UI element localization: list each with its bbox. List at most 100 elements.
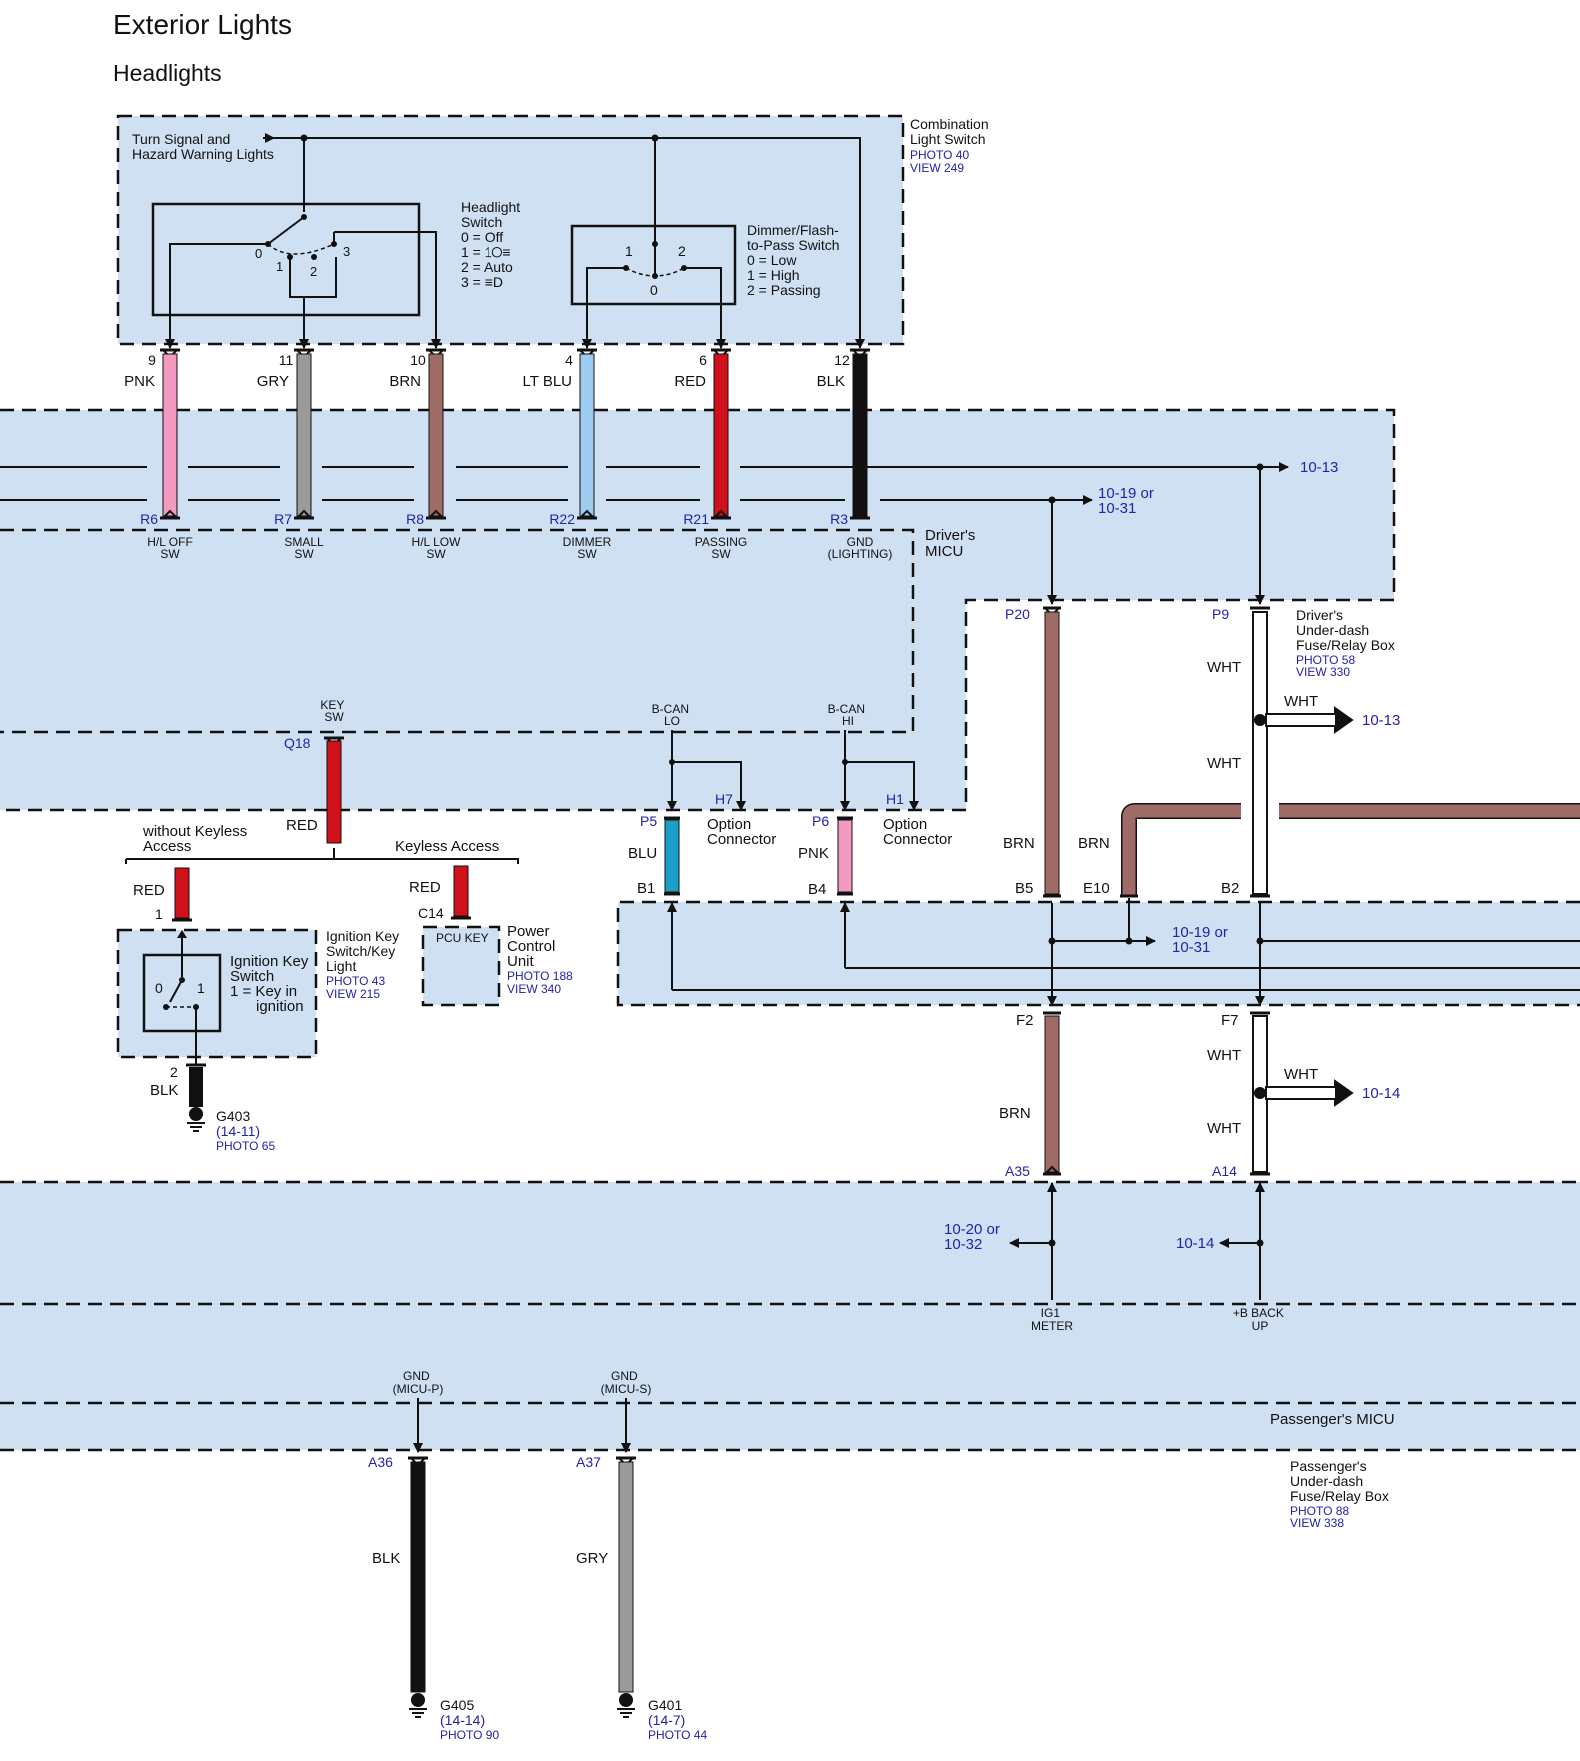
ref-10-13-fuse: 10-13	[1362, 712, 1400, 729]
wht-label-1: WHT	[1207, 659, 1241, 676]
gnd-micu-p-label: GND (MICU-P)	[393, 1369, 444, 1396]
passengers-micu-label: Passenger's MICU	[1270, 1411, 1395, 1428]
drivers-micu-bus-lines	[0, 462, 1289, 505]
page-subtitle: Headlights	[113, 60, 222, 86]
dimmer-switch-label: Dimmer/Flash- to-Pass Switch 0 = Low 1 =…	[747, 222, 843, 298]
ground-g405: G405 (14-14) PHOTO 90	[409, 1693, 499, 1742]
blk-wire-a36	[410, 1461, 426, 1693]
ground-g403: G403 (14-11) PHOTO 65	[187, 1107, 275, 1153]
b5-pin: B5	[1015, 880, 1033, 897]
wire-brn-2	[428, 353, 444, 517]
dimmer-switch	[570, 224, 737, 306]
micu-sig-a-4: PASSING	[695, 535, 747, 549]
wire-color-label-1: GRY	[257, 373, 289, 390]
f2-pin: F2	[1016, 1012, 1034, 1029]
wire-pin-1: 11	[279, 352, 294, 368]
c14-pin: C14	[418, 905, 444, 921]
wire-pin-0: 9	[148, 352, 156, 368]
pcu-box	[421, 925, 501, 1007]
pass-fuse-photo: PHOTO 88	[1290, 1504, 1349, 1518]
ignition-key-light-label: Ignition Key Switch/Key Light	[326, 928, 403, 974]
svg-text:G403: G403	[216, 1108, 250, 1124]
wire-pin-2: 10	[410, 352, 426, 368]
dim-pos-2: 2	[678, 243, 686, 259]
micu-sig-a-1: SMALL	[284, 535, 324, 549]
red-label-pcu: RED	[409, 879, 441, 896]
drivers-micu-region	[0, 410, 1394, 810]
p9-pin: P9	[1212, 606, 1229, 622]
svg-text:PHOTO 65: PHOTO 65	[216, 1139, 275, 1153]
svg-text:PHOTO 44: PHOTO 44	[648, 1728, 707, 1742]
pcu-key-label: PCU KEY	[436, 931, 489, 945]
key-wire-color: RED	[286, 817, 318, 834]
micu-sig-b-2: SW	[426, 547, 446, 561]
ref-10-14-fuse: 10-14	[1362, 1085, 1400, 1102]
brn-wire-p20	[1044, 611, 1060, 895]
blu-wire	[664, 819, 680, 893]
without-keyless-label: without Keyless Access	[142, 823, 251, 855]
combination-switch-box	[116, 114, 905, 346]
key-sw-label: KEY SW	[320, 698, 347, 724]
red-label-ignition: RED	[133, 882, 165, 899]
micu-pin-3: R22	[549, 511, 575, 527]
hl-pos-3: 3	[343, 244, 350, 259]
a14-pin: A14	[1212, 1163, 1237, 1179]
red-wire-ignition	[174, 867, 190, 919]
ign-pos-0: 0	[155, 980, 163, 996]
passenger-micu-region	[0, 1182, 1580, 1450]
svg-text:(14-7): (14-7)	[648, 1712, 685, 1728]
ignition-view: VIEW 215	[326, 987, 380, 1001]
wire-bottom-notch-4	[713, 509, 729, 519]
wht-label-2: WHT	[1284, 693, 1318, 710]
ignition-pin-1: 1	[155, 906, 163, 922]
micu-pin-0: R6	[140, 511, 158, 527]
micu-sig-a-0: H/L OFF	[147, 535, 193, 549]
wire-pin-3: 4	[565, 352, 573, 368]
p6-pin: P6	[812, 813, 829, 829]
h1-pin: H1	[886, 791, 904, 807]
b1-pin: B1	[637, 880, 655, 897]
ground-g401: G401 (14-7) PHOTO 44	[617, 1693, 707, 1742]
wire-lt-blu-3	[579, 353, 595, 517]
wire-blk-5	[852, 353, 868, 517]
micu-sig-a-3: DIMMER	[563, 535, 612, 549]
blk-wire-ignition	[189, 1067, 203, 1107]
option-connector-2: Option Connector	[883, 816, 952, 848]
pass-fuse-view: VIEW 338	[1290, 1516, 1344, 1530]
micu-pin-2: R8	[406, 511, 424, 527]
svg-text:(14-14): (14-14)	[440, 1712, 485, 1728]
hl-pos-2: 2	[310, 264, 317, 279]
combo-photo-ref: PHOTO 40	[910, 148, 969, 162]
wire-color-label-5: BLK	[817, 373, 845, 390]
ignition-switch-label: Ignition Key Switch 1 = Key in ignition	[230, 953, 313, 1015]
option-connector-1: Option Connector	[707, 816, 776, 848]
wire-bottom-notch-5	[852, 509, 868, 519]
drivers-fuse-region	[618, 902, 1580, 1005]
pnk-wire	[837, 819, 853, 893]
b-backup-label: +B BACK UP	[1233, 1306, 1287, 1333]
ref-10-19-top: 10-19 or 10-31	[1098, 485, 1158, 517]
headlight-switch	[151, 202, 421, 317]
wire-bottom-notch-0	[162, 509, 178, 519]
wht-label-5: WHT	[1284, 1066, 1318, 1083]
red-wire-pcu	[453, 865, 469, 917]
p5-pin: P5	[640, 813, 657, 829]
micu-pin-5: R3	[830, 511, 848, 527]
q18-pin: Q18	[284, 735, 311, 751]
micu-sig-b-5: (LIGHTING)	[828, 547, 893, 561]
p20-pin: P20	[1005, 606, 1030, 622]
blu-color-label: BLU	[628, 845, 657, 862]
b2-pin: B2	[1221, 880, 1239, 897]
f7-pin: F7	[1221, 1012, 1239, 1029]
bcan-lo-label: B-CAN LO	[652, 702, 693, 728]
h7-pin: H7	[715, 791, 733, 807]
ignition-photo: PHOTO 43	[326, 974, 385, 988]
a37-pin: A37	[576, 1454, 601, 1470]
gnd-micu-s-label: GND (MICU-S)	[601, 1369, 652, 1396]
hl-pos-0: 0	[255, 246, 262, 261]
svg-text:G401: G401	[648, 1697, 682, 1713]
ignition-pin-2: 2	[170, 1064, 178, 1080]
a35-pin: A35	[1005, 1163, 1030, 1179]
